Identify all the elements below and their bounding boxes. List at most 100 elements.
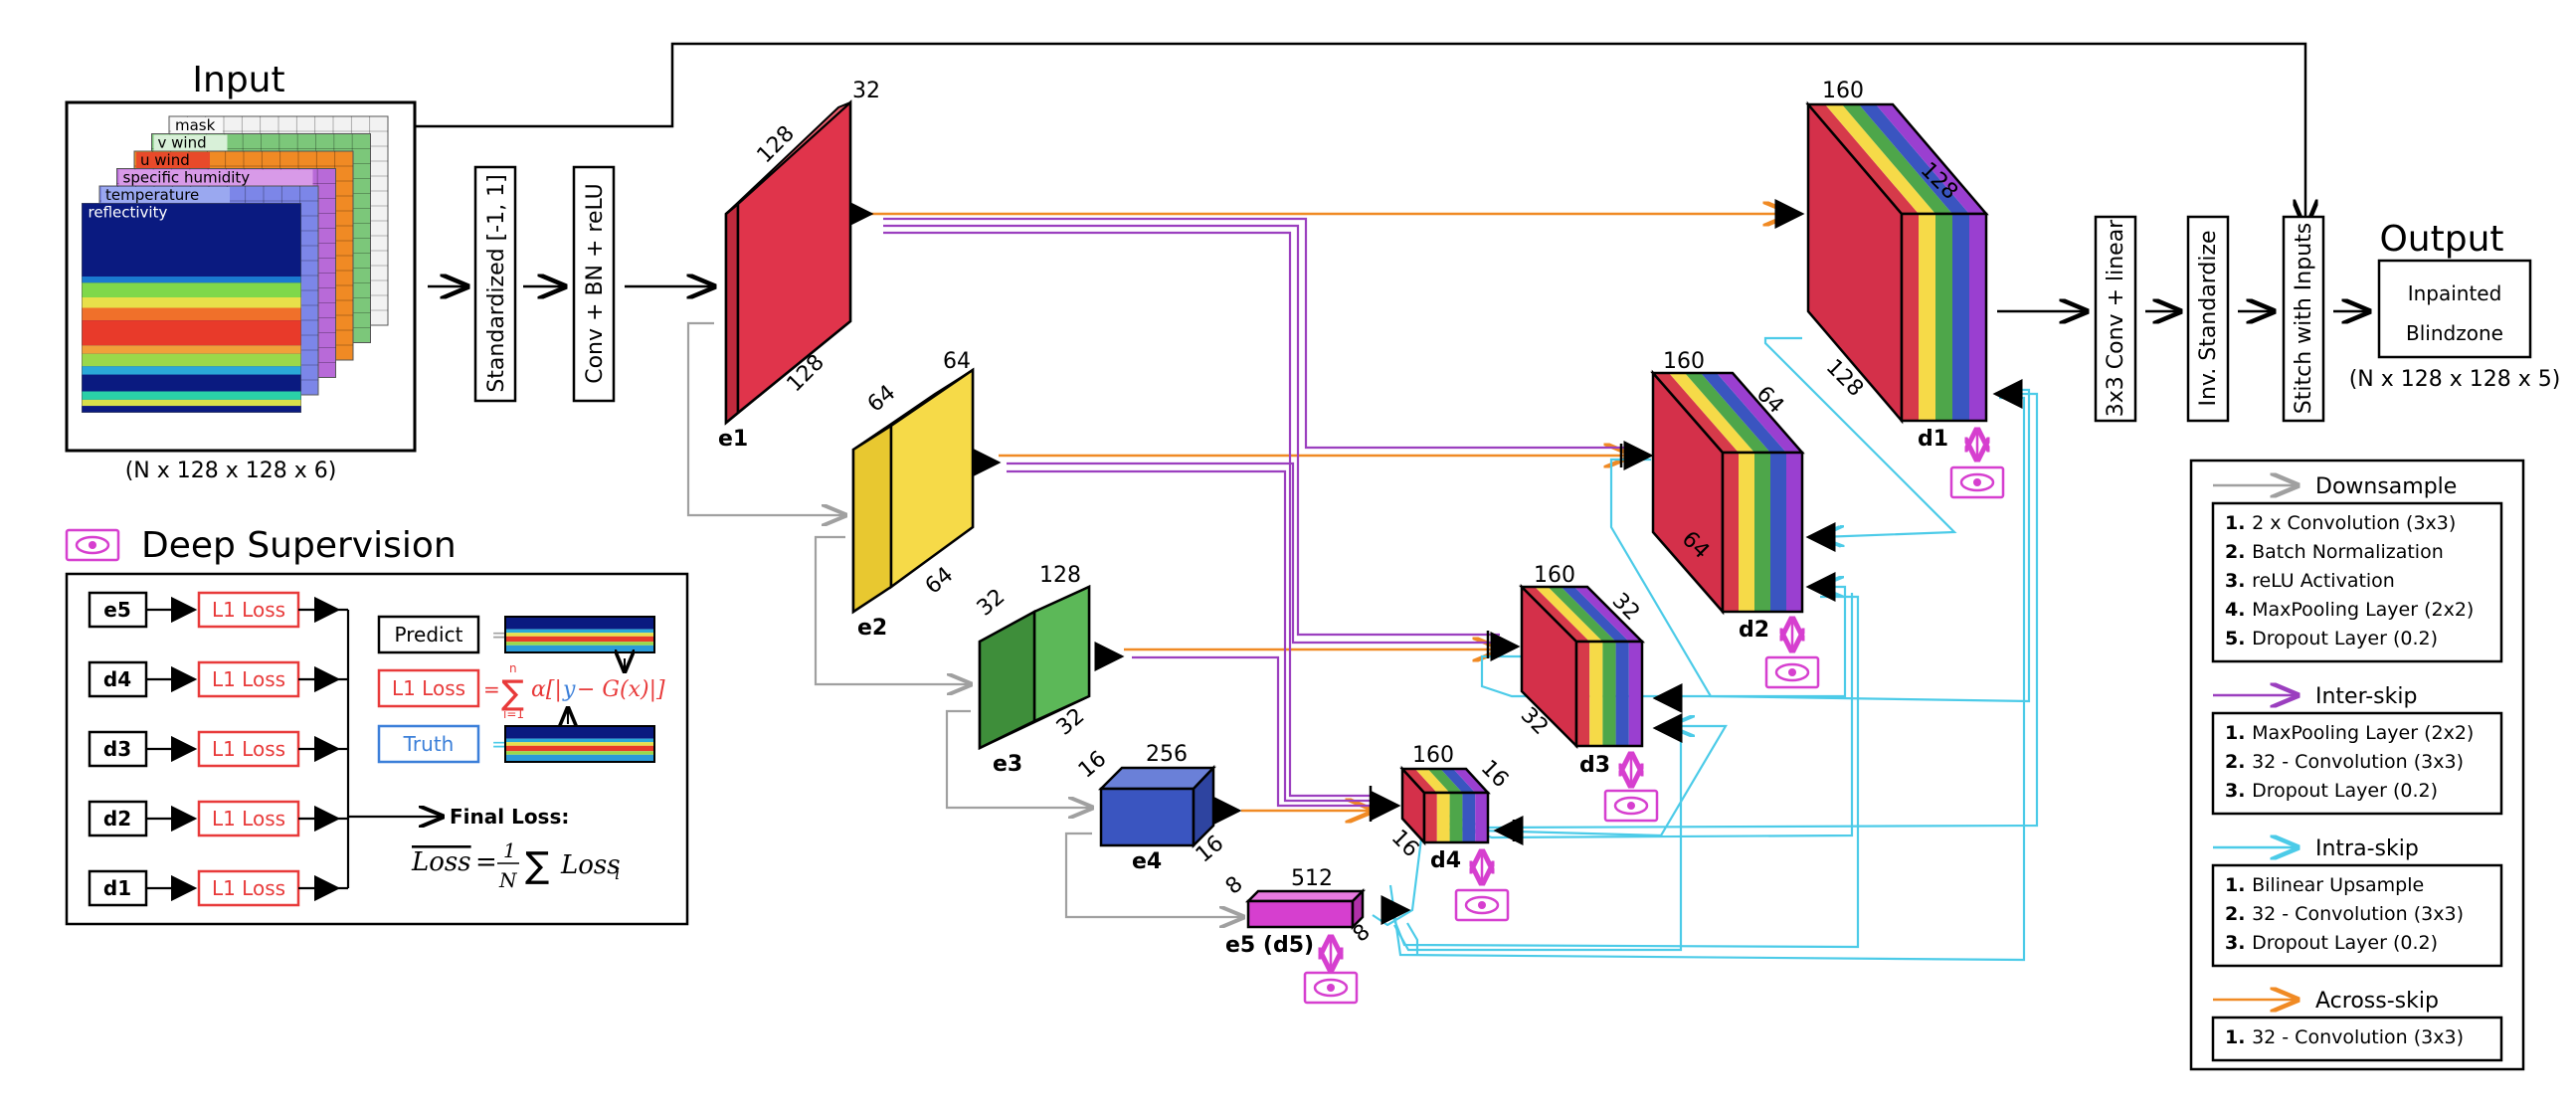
output-box-line-1: Inpainted	[2408, 281, 2502, 305]
legend-title: Across-skip	[2315, 989, 2439, 1014]
downsample-e3-e4	[945, 709, 1092, 808]
input-layer-label: u wind	[140, 151, 190, 169]
input-layer-label: specific humidity	[123, 169, 251, 187]
input-title: Input	[192, 60, 284, 100]
d2-label: d2	[1739, 618, 1769, 643]
legend-item: 1. Bilinear Upsample	[2225, 874, 2424, 896]
stitch-box	[2282, 215, 2325, 423]
ds-level-label: e5	[103, 598, 130, 622]
legend-item: 1. 32 - Convolution (3x3)	[2225, 1026, 2464, 1048]
input-layer-label: reflectivity	[89, 204, 168, 222]
e1-label: e1	[718, 427, 748, 452]
svg-text:=: =	[475, 847, 497, 877]
legend-item: 5. Dropout Layer (0.2)	[2225, 628, 2438, 649]
e5-label: e5 (d5)	[1225, 933, 1314, 958]
eye-icon-d4	[1454, 851, 1510, 922]
intra-skip-d4-d3	[1441, 726, 1728, 837]
inv-standardize-label: Inv. Standardize	[2196, 230, 2221, 406]
e1-dim-depth: 32	[852, 79, 880, 103]
predict-thumbnail	[504, 616, 655, 653]
legend-item: 1. 2 x Convolution (3x3)	[2225, 512, 2456, 534]
d4-dim-depth: 160	[1412, 743, 1454, 768]
svg-text:y: y	[562, 677, 576, 702]
truth-label: Truth	[403, 732, 455, 756]
input-layer-label: mask	[175, 116, 216, 134]
legend-item: 3. Dropout Layer (0.2)	[2225, 932, 2438, 954]
loss-box-label: L1 Loss	[392, 676, 465, 700]
legend-item: 3. reLU Activation	[2225, 570, 2395, 592]
svg-text:− G(x)|]: − G(x)|]	[577, 677, 665, 702]
svg-text:Loss: Loss	[411, 847, 471, 877]
input-layer-6: reflectivity	[82, 203, 301, 413]
ds-row-d1: d1 L1 Loss	[88, 869, 348, 907]
predict-equals: =	[491, 623, 508, 647]
eye-icon-d3	[1603, 754, 1659, 823]
predict-box	[377, 615, 480, 654]
eye-icon-e5	[1303, 937, 1359, 1005]
svg-text:N: N	[498, 868, 518, 892]
standardize-box	[473, 165, 517, 403]
downsample-e4-e5	[1064, 832, 1243, 917]
d1-dim-depth: 160	[1822, 79, 1864, 103]
input-bypass-line	[416, 42, 2305, 227]
intra-skip-e1-d1-link	[1406, 922, 1419, 955]
legend-title: Inter-skip	[2315, 684, 2417, 709]
final-loss-formula: Loss = 1 N ∑ Loss i	[411, 838, 621, 892]
ds-level-label: d1	[103, 876, 131, 900]
predict-label: Predict	[395, 623, 463, 647]
e2-dim-width: 64	[921, 562, 959, 599]
downsample-e2-e3	[814, 535, 971, 684]
e5-dim-height: 8	[1221, 871, 1248, 899]
ds-level-label: d3	[103, 737, 131, 761]
inter-skip-e1-d4	[883, 231, 1373, 798]
legend-section-4: Across-skip 1. 32 - Convolution (3x3)	[2211, 989, 2503, 1062]
ds-level-label: d2	[103, 807, 131, 831]
block-front-face	[1574, 640, 1644, 748]
e3-dim-height: 32	[973, 584, 1011, 621]
ds-row-d2: d2 L1 Loss	[88, 800, 348, 837]
ds-loss-label: L1 Loss	[212, 876, 285, 900]
loss-box	[377, 668, 480, 708]
d4-label: d4	[1430, 848, 1461, 873]
inter-skip-e2-d3	[1007, 462, 1500, 645]
intra-skip-d2-d1	[1763, 336, 1957, 537]
inter-skip-e2-d4	[1007, 469, 1373, 803]
e3-label: e3	[993, 752, 1022, 777]
legend-title: Downsample	[2315, 474, 2457, 499]
block-front-face	[1422, 791, 1490, 844]
loss-formula: = ∑ n i=1 α[| y − G(x)|]	[483, 658, 665, 724]
e2-dim-height: 64	[863, 380, 901, 417]
truth-equals: =	[491, 732, 508, 756]
sum-lower: i=1	[503, 707, 524, 721]
eye-icon-d2	[1764, 619, 1820, 689]
ds-level-label: d4	[103, 667, 131, 691]
output-box-line-2: Blindzone	[2406, 321, 2503, 345]
conv-linear-label: 3x3 Conv + linear	[2104, 219, 2128, 417]
e2-dim-depth: 64	[943, 349, 971, 374]
ds-loss-label: L1 Loss	[212, 598, 285, 622]
legend-item: 4. MaxPooling Layer (2x2)	[2225, 599, 2474, 621]
ds-loss-label: L1 Loss	[212, 807, 285, 831]
inter-skip-e1-d2	[883, 217, 1631, 450]
svg-text:Loss: Loss	[560, 850, 621, 880]
d2-dim-depth: 160	[1663, 349, 1705, 374]
eye-icon-d1	[1949, 430, 2005, 499]
sum-upper: n	[509, 661, 517, 675]
input-layer-label: v wind	[158, 134, 207, 152]
inter-skip-e3-d4	[1132, 655, 1373, 808]
intra-skip-d3-d2	[1480, 587, 1847, 698]
